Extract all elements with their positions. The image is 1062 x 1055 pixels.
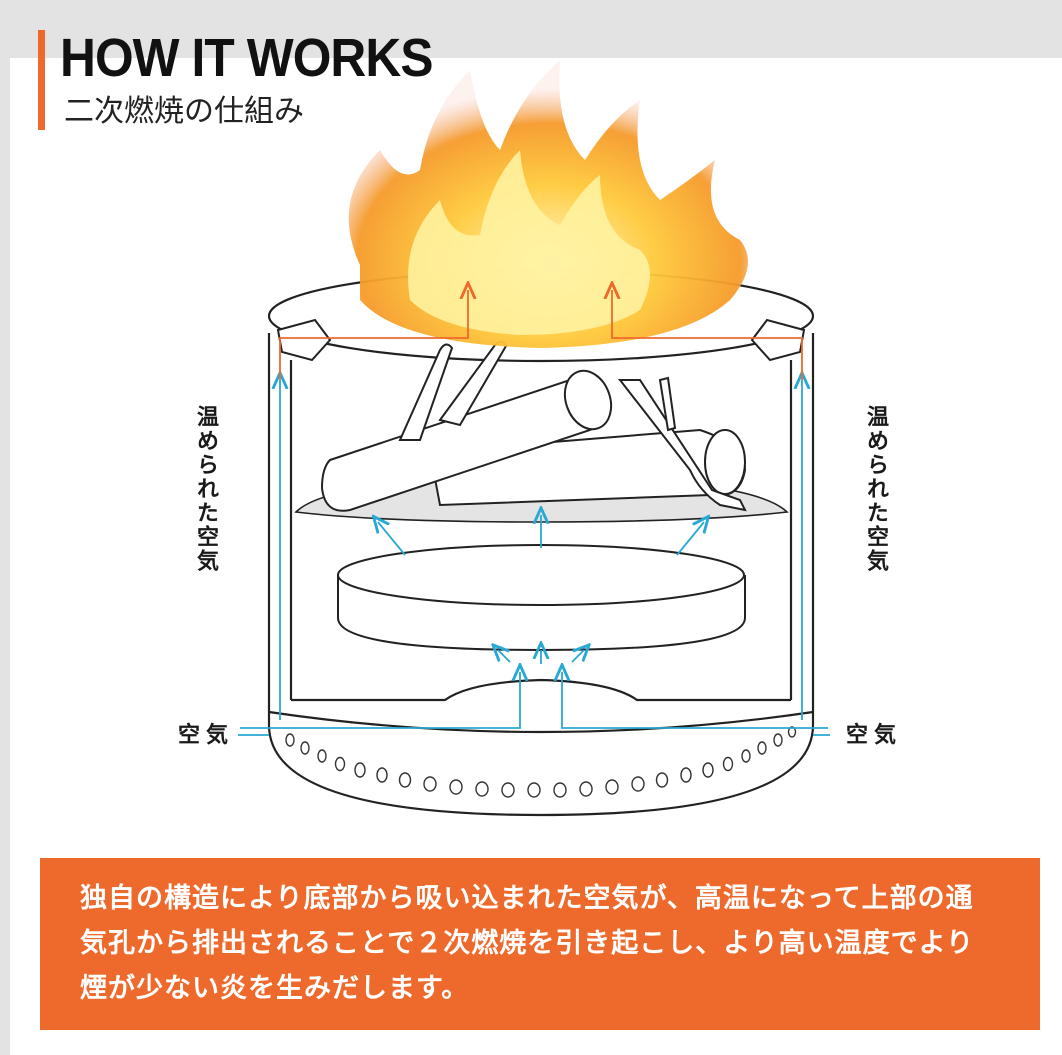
top-collar [276, 318, 806, 362]
stove-diagram [238, 60, 830, 817]
flames [348, 60, 748, 348]
airflow-arrows [238, 380, 830, 736]
page-subtitle: 二次燃焼の仕組み [64, 94, 304, 129]
air-intake-label-right: 空気 [846, 723, 903, 748]
warm-air-arrows [279, 290, 803, 380]
description-text: 独自の構造により底部から吸い込まれた空気が、高温になって上部の通気孔から排出され… [80, 883, 975, 1004]
page-title: HOW IT WORKS [60, 28, 433, 88]
vent-holes [285, 726, 797, 798]
warmed-air-label-right: 温められた空気 [863, 405, 888, 573]
ash-pan [337, 544, 746, 652]
warmed-air-label-left: 温められた空気 [193, 405, 218, 573]
logs [320, 340, 747, 512]
air-intake-label-left: 空気 [178, 723, 235, 748]
title-accent-bar [38, 30, 45, 130]
description-box: 独自の構造により底部から吸い込まれた空気が、高温になって上部の通気孔から排出され… [40, 858, 1040, 1030]
